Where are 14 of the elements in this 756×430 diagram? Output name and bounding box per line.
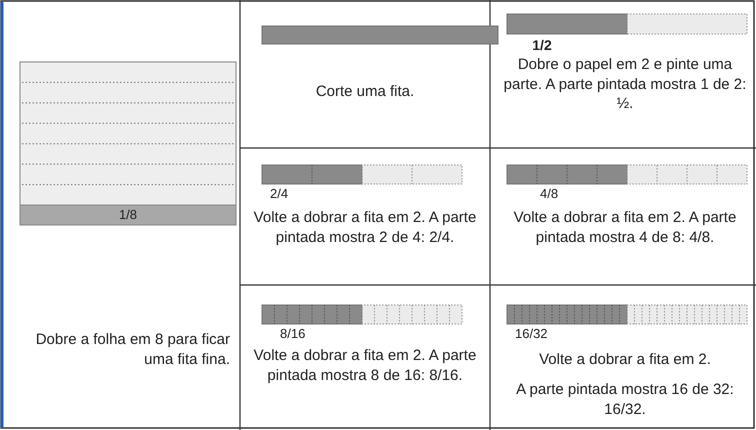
instruction-text: Volte a dobrar a fita em 2. A parte pintada mostra 8 de 16: 8/16. <box>254 347 476 384</box>
fraction-label: 2/4 <box>270 186 288 201</box>
fraction-label: 8/16 <box>280 326 306 341</box>
instruction-text: Dobre o papel em 2 e pinte uma parte. A parte pintada mostra 1 de 2: ½. <box>504 56 746 112</box>
fraction-label: 1/2 <box>532 37 552 53</box>
instruction-text: Dobre a folha em 8 para ficar uma fita fina. <box>36 331 230 368</box>
instruction-text: Volte a dobrar a fita em 2. <box>539 351 711 368</box>
fraction-label: 4/8 <box>540 186 558 201</box>
fraction-label: 16/32 <box>515 326 548 341</box>
instruction-text: Corte uma fita. <box>316 83 414 100</box>
instruction-text: Volte a dobrar a fita em 2. A parte pintada mostra 4 de 8: 4/8. <box>514 209 736 246</box>
fraction-label: 1/8 <box>118 207 138 222</box>
instruction-text: Volte a dobrar a fita em 2. A parte pintada mostra 2 de 4: 2/4. <box>254 209 476 246</box>
instruction-text: A parte pintada mostra 16 de 32: 16/32. <box>516 381 734 418</box>
